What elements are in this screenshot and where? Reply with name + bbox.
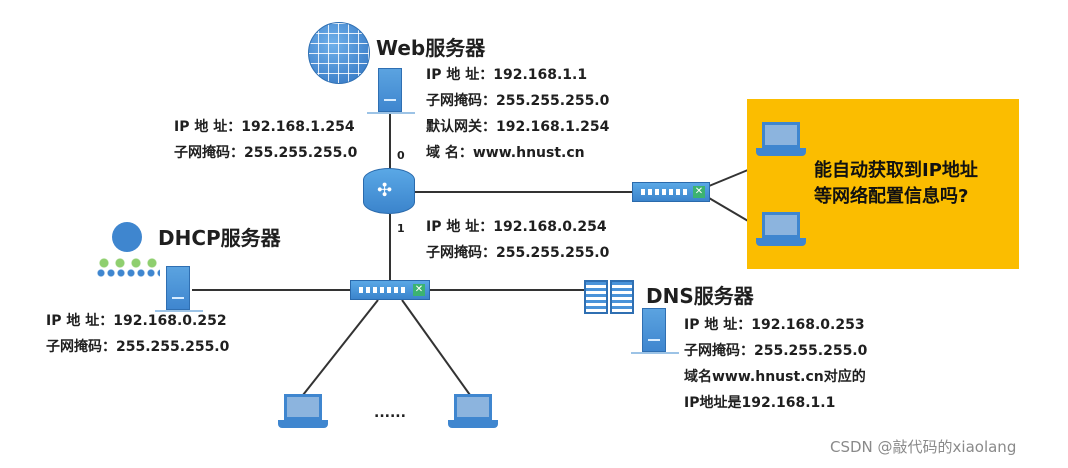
web-server-ip: IP 地 址：192.168.1.1 bbox=[426, 67, 588, 83]
switch-upper-icon: ✕ bbox=[632, 182, 710, 202]
router-port1-label: 1 bbox=[397, 222, 405, 235]
book-icon bbox=[582, 278, 636, 318]
dns-mapping-line2: IP地址是192.168.1.1 bbox=[684, 395, 836, 411]
web-server-gateway: 默认网关：192.168.1.254 bbox=[426, 119, 610, 135]
dhcp-server-ip: IP 地 址：192.168.0.252 bbox=[46, 313, 227, 329]
dns-mapping-line1: 域名www.hnust.cn对应的 bbox=[684, 369, 866, 385]
dhcp-server-icon bbox=[155, 266, 203, 312]
router-port0-label: 0 bbox=[397, 149, 405, 162]
switch-lower-icon: ✕ bbox=[350, 280, 430, 300]
router-port0-ip: IP 地 址：192.168.1.254 bbox=[174, 119, 355, 135]
laptop-icon bbox=[278, 394, 328, 434]
callout-line2: 等网络配置信息吗? bbox=[814, 186, 969, 207]
dhcp-server-mask: 子网掩码：255.255.255.0 bbox=[46, 339, 230, 355]
router-port0-mask: 子网掩码：255.255.255.0 bbox=[174, 145, 358, 161]
laptop-icon bbox=[448, 394, 498, 434]
laptop-ellipsis: ...... bbox=[374, 405, 406, 421]
dhcp-server-title: DHCP服务器 bbox=[158, 226, 281, 250]
globe-icon bbox=[308, 22, 370, 84]
web-server-title: Web服务器 bbox=[376, 36, 486, 60]
dhcp-user-icon bbox=[96, 222, 160, 282]
dns-server-mask: 子网掩码：255.255.255.0 bbox=[684, 343, 868, 359]
router-port1-mask: 子网掩码：255.255.255.0 bbox=[426, 245, 610, 261]
web-server-domain: 域 名：www.hnust.cn bbox=[426, 145, 585, 161]
dns-server-title: DNS服务器 bbox=[646, 284, 754, 308]
dns-server-ip: IP 地 址：192.168.0.253 bbox=[684, 317, 865, 333]
router-icon: ✣ bbox=[363, 168, 415, 214]
callout-line1: 能自动获取到IP地址 bbox=[814, 160, 978, 181]
laptop-icon bbox=[756, 122, 806, 162]
router-port1-ip: IP 地 址：192.168.0.254 bbox=[426, 219, 607, 235]
web-server-mask: 子网掩码：255.255.255.0 bbox=[426, 93, 610, 109]
callout-text: 能自动获取到IP地址 等网络配置信息吗? bbox=[814, 158, 978, 210]
link-switch-laptop-right bbox=[401, 299, 471, 396]
web-server-icon bbox=[367, 68, 415, 114]
link-switch-laptop-left bbox=[302, 299, 379, 396]
laptop-icon bbox=[756, 212, 806, 252]
watermark: CSDN @敲代码的xiaolang bbox=[830, 438, 1017, 456]
dns-server-icon bbox=[631, 308, 679, 354]
